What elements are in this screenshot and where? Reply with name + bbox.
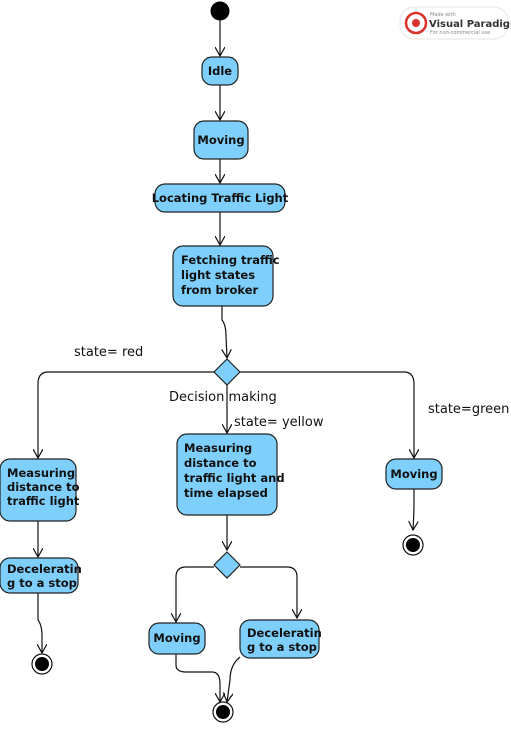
decision-node-main <box>213 358 241 386</box>
edges <box>38 20 414 702</box>
node-moving-bottom-label: Moving <box>153 631 200 645</box>
edge-decision-red <box>38 371 214 458</box>
guard-red-label: state= red <box>74 345 143 360</box>
edge-decision2-moving <box>176 566 214 622</box>
edge-fetching-decision <box>221 306 227 358</box>
decision-label: Decision making <box>169 390 277 405</box>
watermark-line3: For non-commercial use <box>430 30 490 36</box>
node-idle: Idle <box>201 56 239 86</box>
node-decelerating-left-label: Deceleratin g to a stop <box>7 562 86 590</box>
edge-decelerating-end-bottom <box>227 656 241 702</box>
visual-paradigm-logo-icon <box>404 11 428 35</box>
node-decelerating-bottom-label: Deceleratin g to a stop <box>247 626 326 654</box>
node-measuring-light-label: Measuring distance to traffic light <box>7 466 84 508</box>
node-moving-top: Moving <box>193 120 249 160</box>
node-idle-label: Idle <box>208 64 232 78</box>
node-decelerating-bottom: Deceleratin g to a stop <box>239 619 326 659</box>
node-moving-right: Moving <box>385 458 443 490</box>
visual-paradigm-watermark: Made with Visual Paradigm For non-commer… <box>399 6 511 40</box>
node-moving-right-label: Moving <box>390 467 437 481</box>
final-node-right <box>402 534 424 556</box>
edge-decision-green <box>240 371 414 458</box>
watermark-line2: Visual Paradigm <box>429 19 511 30</box>
node-locating: Locating Traffic Light <box>152 183 289 213</box>
initial-node <box>210 1 230 21</box>
guard-green-label: state=green <box>428 402 509 417</box>
edge-decelerating-end-left <box>38 592 42 653</box>
node-measuring-time: Measuring distance to traffic light and … <box>176 433 289 516</box>
edge-moving-end-right <box>413 489 414 530</box>
node-decelerating-left: Deceleratin g to a stop <box>0 557 86 594</box>
edge-moving-end-bottom <box>175 654 220 702</box>
node-fetching-label: Fetching traffic light states from broke… <box>181 253 284 297</box>
guard-yellow-label: state= yellow <box>234 415 324 430</box>
node-measuring-time-label: Measuring distance to traffic light and … <box>184 441 289 500</box>
node-moving-top-label: Moving <box>197 133 244 147</box>
watermark-line1: Made with <box>430 12 456 18</box>
decision-node-yellow <box>213 551 241 579</box>
final-node-left <box>31 653 53 675</box>
edge-decision2-decelerating <box>240 566 297 618</box>
node-moving-bottom: Moving <box>148 622 206 655</box>
final-node-bottom <box>212 701 234 723</box>
node-fetching: Fetching traffic light states from broke… <box>172 245 284 307</box>
node-measuring-light: Measuring distance to traffic light <box>0 458 84 522</box>
node-locating-label: Locating Traffic Light <box>152 191 289 205</box>
